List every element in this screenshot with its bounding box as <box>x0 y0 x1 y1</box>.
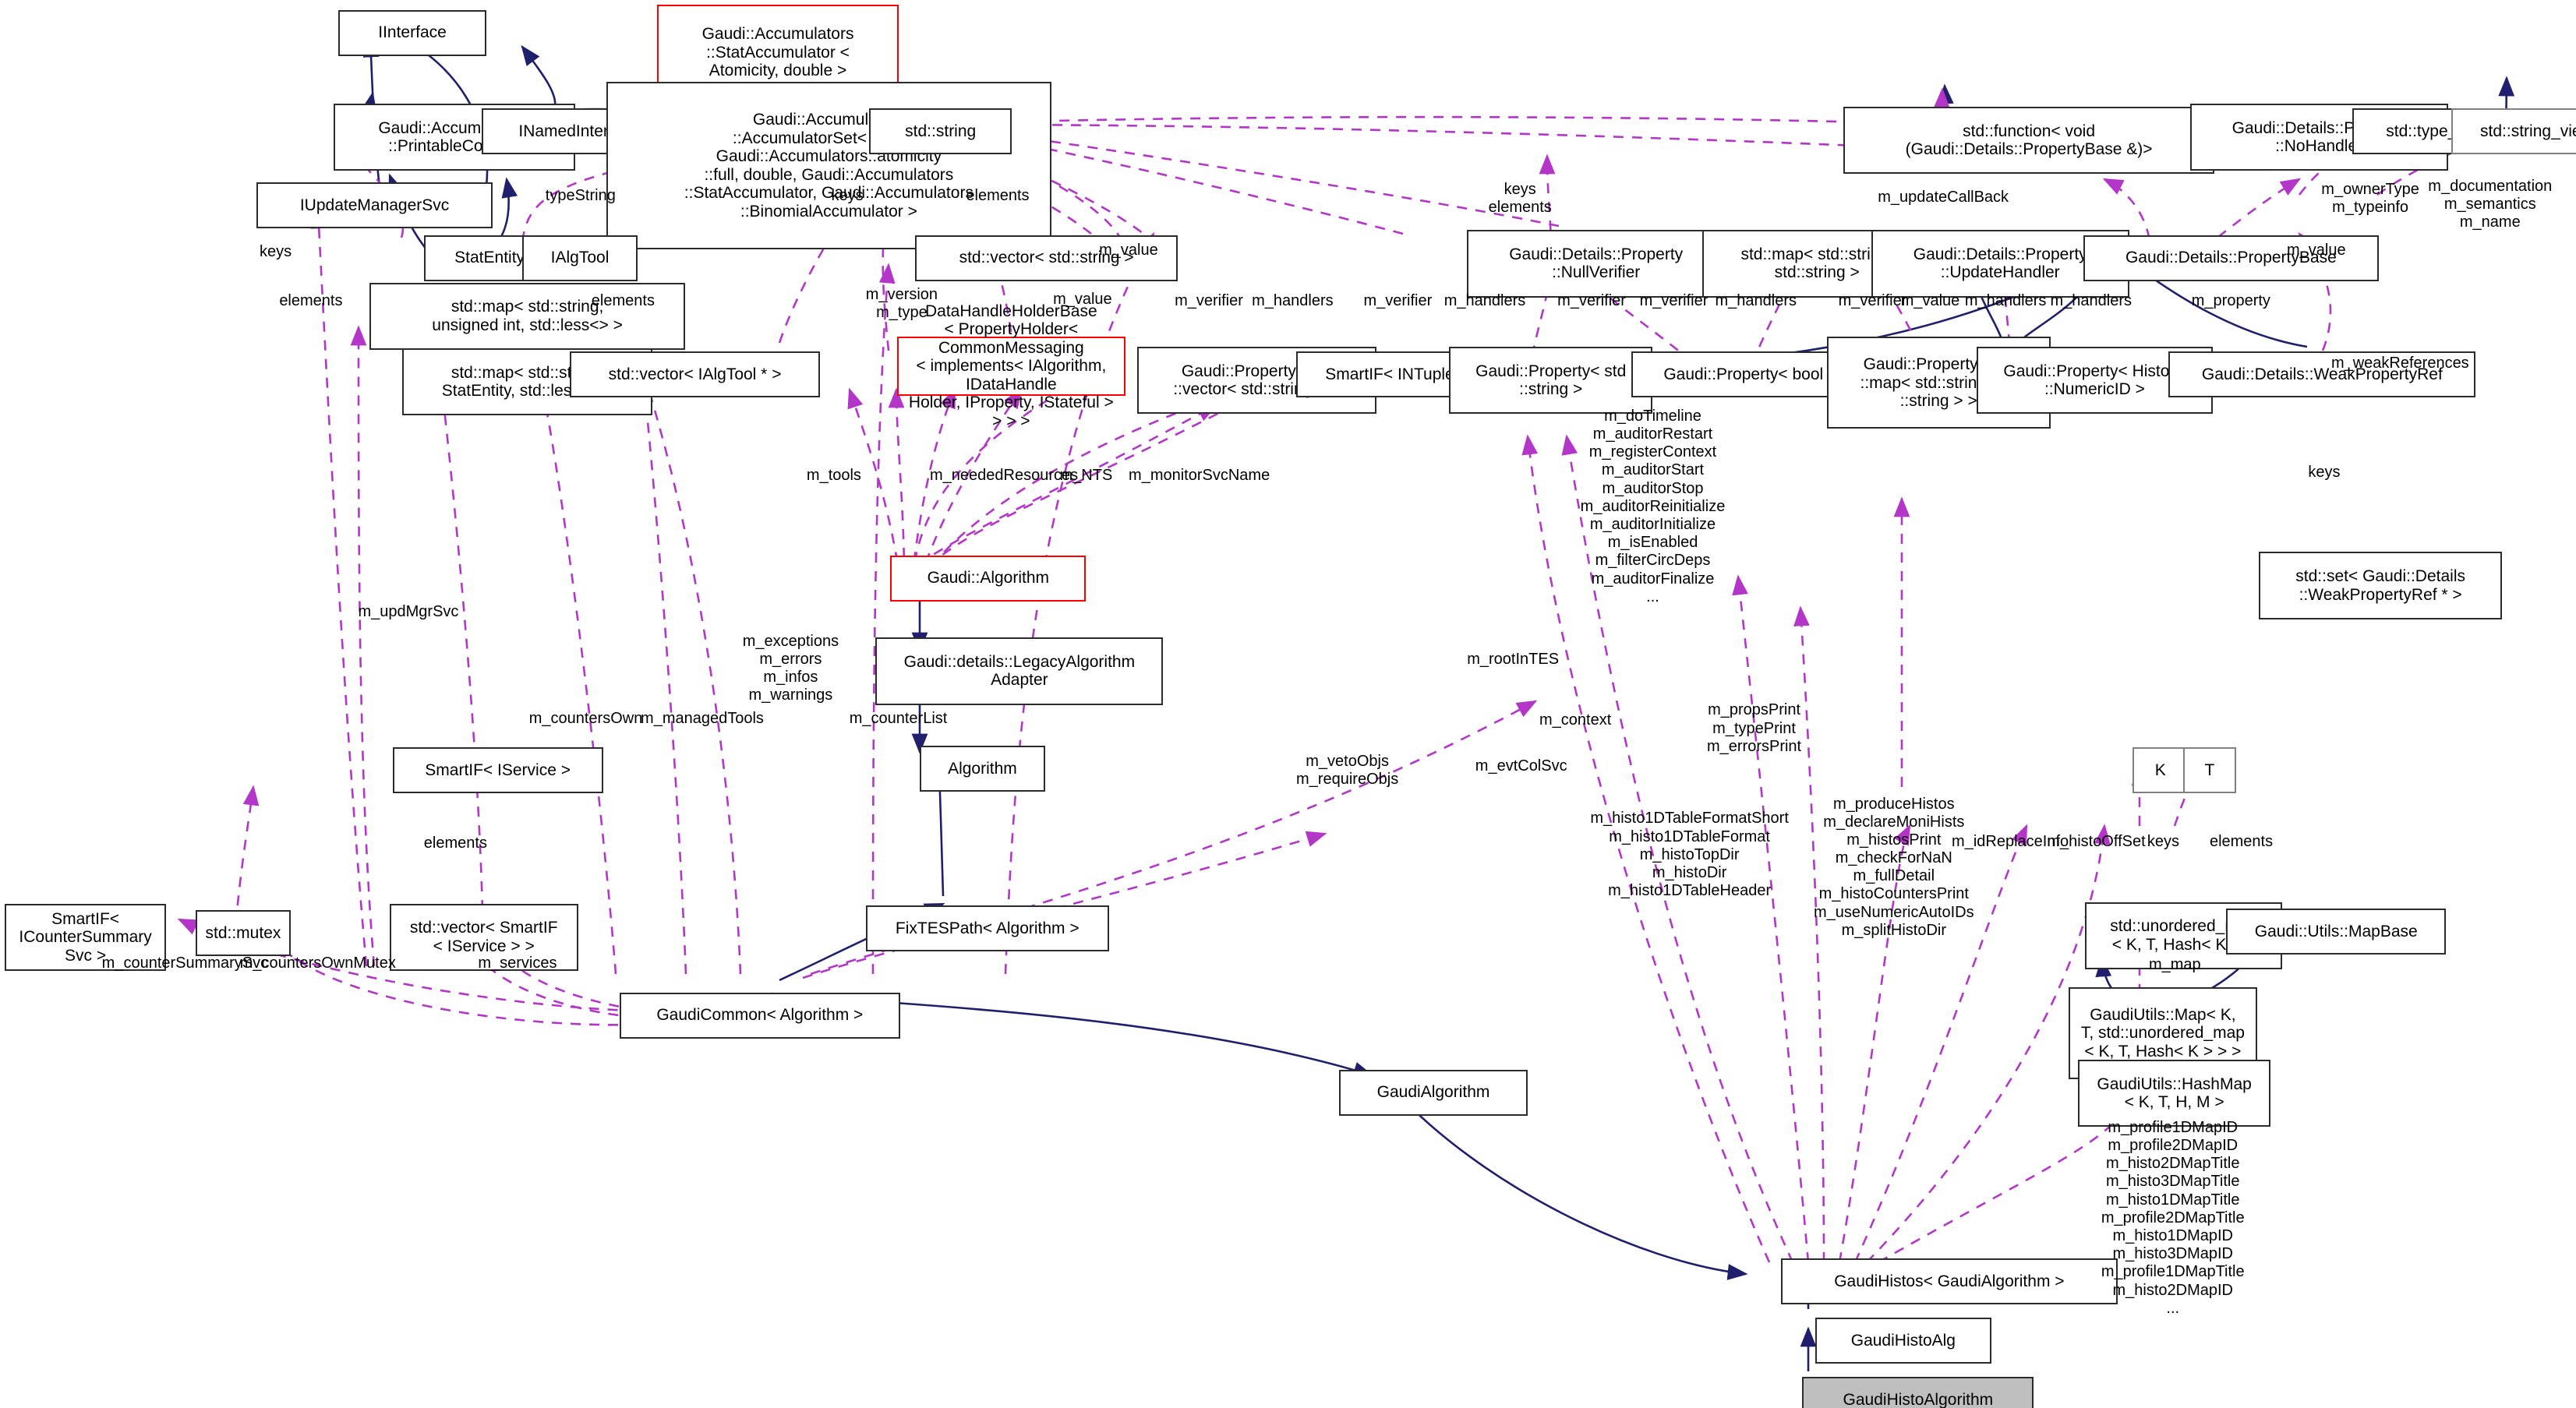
class-node-gaudihistos[interactable]: GaudiHistos< GaudiAlgorithm > <box>1780 1258 2118 1305</box>
edge-label-l-mverifier-1: m_verifier <box>1175 292 1243 310</box>
edge-label-l-keys-4: keys <box>2147 833 2179 851</box>
edge-label-l-mrootintes: m_rootInTES <box>1467 650 1560 668</box>
edge-label-l-mcountersownmutex: m_countersOwnMutex <box>239 955 396 972</box>
edge-label-l-keys-3: keys <box>2308 463 2341 481</box>
class-node-fixtespath[interactable]: FixTESPath< Algorithm > <box>865 905 1109 951</box>
class-node-k_node[interactable]: K <box>2132 747 2189 794</box>
class-node-iinterface[interactable]: IInterface <box>338 9 486 56</box>
edge-label-l-mmonitorsvcname: m_monitorSvcName <box>1129 466 1270 484</box>
class-node-propertybase[interactable]: Gaudi::Details::PropertyBase <box>2083 235 2380 281</box>
class-node-mapbase[interactable]: Gaudi::Utils::MapBase <box>2226 909 2447 955</box>
class-node-gaudicommon[interactable]: GaudiCommon< Algorithm > <box>619 992 901 1039</box>
edge-label-l-mhandlers-1: m_handlers <box>1252 292 1334 310</box>
edge-label-l-mneededresources: m_neededResources <box>930 466 1079 484</box>
class-node-stdstring[interactable]: std::string <box>869 108 1012 155</box>
class-node-gaudihistoalg[interactable]: GaudiHistoAlg <box>1815 1318 1991 1364</box>
edge-label-l-mpropsprint: m_propsPrint m_typePrint m_errorsPrint <box>1706 701 1802 755</box>
edge-label-l-updatecallback: m_updateCallBack <box>1878 189 2009 206</box>
class-node-nullverifier[interactable]: Gaudi::Details::Property ::NullVerifier <box>1467 230 1726 298</box>
class-node-stdmutex[interactable]: std::mutex <box>195 910 292 957</box>
class-node-smartifcountersum[interactable]: SmartIF< ICounterSummary Svc > <box>5 903 166 972</box>
edge-label-l-midreplaceinfo: m_idReplaceInfo <box>1952 833 2069 851</box>
class-node-datahandleholder[interactable]: DataHandleHolderBase < PropertyHolder< C… <box>896 302 1125 430</box>
class-node-weakpropertyref[interactable]: Gaudi::Details::WeakPropertyRef <box>2168 351 2476 398</box>
class-node-gaudiutilshashmap[interactable]: GaudiUtils::HashMap < K, T, H, M > <box>2078 1059 2270 1127</box>
class-node-vecialgtool[interactable]: std::vector< IAlgTool * > <box>570 351 820 398</box>
edge-label-l-mcontext: m_context <box>1539 711 1612 729</box>
edge-label-l-mvetoobjs: m_vetoObjs m_requireObjs <box>1296 752 1399 788</box>
class-node-gaudialgorithm_r[interactable]: Gaudi::Algorithm <box>890 555 1087 602</box>
edge-label-l-mprofile1dmapid: m_profile1DMapID m_profile2DMapID m_hist… <box>2101 1118 2245 1317</box>
class-node-t_node[interactable]: T <box>2183 747 2236 794</box>
edge-label-l-keys-elements-right: keys elements <box>1488 180 1552 217</box>
edge-label-l-mproperty: m_property <box>2191 292 2270 310</box>
edge-label-l-mcountersown: m_countersOwn <box>528 709 643 727</box>
edge-label-l-typestring: typeString <box>545 187 616 205</box>
edge-label-l-ownertype: m_ownerType m_typeinfo <box>2321 180 2419 217</box>
edge-label-l-mhisto1dtable: m_histo1DTableFormatShort m_histo1DTable… <box>1590 810 1789 900</box>
class-node-algorithm[interactable]: Algorithm <box>920 746 1045 792</box>
class-node-stdfunction[interactable]: std::function< void (Gaudi::Details::Pro… <box>1843 107 2215 175</box>
edge-label-l-mnts: m_NTS <box>1059 466 1113 484</box>
edge-label-l-elements-5: elements <box>423 835 487 852</box>
class-node-propstring[interactable]: Gaudi::Property< std ::string > <box>1449 346 1653 415</box>
edge-label-l-mhistooffset: m_histoOffSet <box>2047 833 2146 851</box>
class-node-vecsmartifiservice[interactable]: std::vector< SmartIF < IService > > <box>389 903 578 972</box>
class-node-gaudialgorithm[interactable]: GaudiAlgorithm <box>1338 1069 1528 1116</box>
edge-label-l-mproducehistos: m_produceHistos m_declareMoniHists m_his… <box>1813 795 1974 939</box>
class-node-mapstruint[interactable]: std::map< std::string, unsigned int, std… <box>369 282 685 351</box>
edge-label-l-mevtcolsvc: m_evtColSvc <box>1475 757 1567 775</box>
edge-label-l-mverifier-2: m_verifier <box>1363 292 1433 310</box>
class-node-ialgtool[interactable]: IAlgTool <box>522 235 638 281</box>
class-node-accset[interactable]: Gaudi::Accumulators ::AccumulatorSet< do… <box>606 82 1051 250</box>
class-node-iupdatemanagersvc[interactable]: IUpdateManagerSvc <box>256 182 493 229</box>
class-node-legacyadapter[interactable]: Gaudi::details::LegacyAlgorithm Adapter <box>875 637 1164 705</box>
class-node-setweakproperty[interactable]: std::set< Gaudi::Details ::WeakPropertyR… <box>2259 552 2503 619</box>
edge-label-l-mexceptions: m_exceptions m_errors m_infos m_warnings <box>742 632 839 704</box>
edge-label-l-elements-4: elements <box>2209 833 2274 851</box>
class-node-gaudihistoalgorithm[interactable]: GaudiHistoAlgorithm <box>1802 1376 2034 1408</box>
class-node-smartifiservice2[interactable]: SmartIF< IService > <box>392 747 603 794</box>
edge-label-l-elements-2: elements <box>279 292 343 310</box>
class-node-vecstring[interactable]: std::vector< std::string > <box>915 235 1178 281</box>
edge-label-l-mmanagedtools: m_managedTools <box>641 709 764 727</box>
edge-label-l-mcounterlist: m_counterList <box>849 709 948 727</box>
edge-label-l-keys-2: keys <box>260 243 292 261</box>
edge-label-l-mtools: m_tools <box>806 466 861 484</box>
edge-label-l-documentation: m_documentation m_semantics m_name <box>2428 177 2553 231</box>
edge-label-l-dotimeline: m_doTimeline m_auditorRestart m_register… <box>1580 407 1726 605</box>
class-node-stringview[interactable]: std::string_view <box>2451 108 2576 155</box>
edge-label-l-mupdmgrsvc: m_updMgrSvc <box>358 602 459 620</box>
